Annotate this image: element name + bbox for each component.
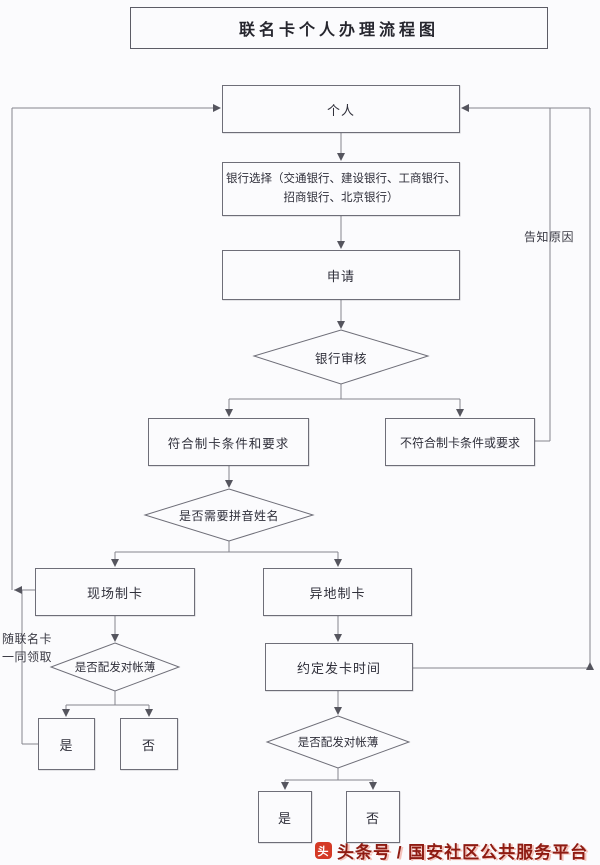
- node-no-remote: 否: [346, 791, 400, 843]
- node-no-onsite: 否: [120, 718, 178, 770]
- toutiao-logo-icon: 头: [315, 842, 332, 859]
- diamond-passbook-remote-label: 是否配发对帐薄: [297, 737, 379, 749]
- edge-label-with-card-line2: 一同领取: [2, 650, 53, 664]
- node-bank-select: 银行选择（交通银行、建设银行、工商银行、招商银行、北京银行）: [222, 162, 460, 216]
- diamond-bank-review-shape: [252, 329, 430, 385]
- diamond-passbook-onsite-label: 是否配发对帐薄: [74, 662, 156, 674]
- watermark-text: 头条号 / 国安社区公共服务平台: [337, 843, 589, 862]
- diamond-bank-review-label: 银行审核: [314, 351, 367, 366]
- edge-label-inform-reason: 告知原因: [523, 230, 574, 244]
- watermark: 头 头条号 / 国安社区公共服务平台: [315, 838, 588, 863]
- edge-label-with-card: 随联名卡 一同领取: [2, 630, 60, 666]
- node-apply: 申请: [222, 250, 460, 300]
- node-person: 个人: [222, 85, 460, 133]
- node-onsite-card: 现场制卡: [35, 568, 195, 616]
- arrowheads: [14, 104, 594, 790]
- diamond-passbook-onsite-shape: [49, 642, 181, 692]
- page-title: 联名卡个人办理流程图: [130, 7, 548, 49]
- diamond-need-pinyin-label: 是否需要拼音姓名: [178, 508, 279, 523]
- node-qualified: 符合制卡条件和要求: [148, 418, 309, 466]
- node-remote-card: 异地制卡: [263, 568, 412, 616]
- diamond-need-pinyin-shape: [143, 488, 315, 542]
- node-not-qualified: 不符合制卡条件或要求: [385, 418, 535, 466]
- node-schedule-issue: 约定发卡时间: [265, 643, 413, 691]
- edge-label-with-card-line1: 随联名卡: [2, 632, 53, 646]
- diamond-passbook-remote-shape: [265, 715, 411, 769]
- node-yes-remote: 是: [258, 791, 312, 843]
- node-yes-onsite: 是: [38, 718, 95, 770]
